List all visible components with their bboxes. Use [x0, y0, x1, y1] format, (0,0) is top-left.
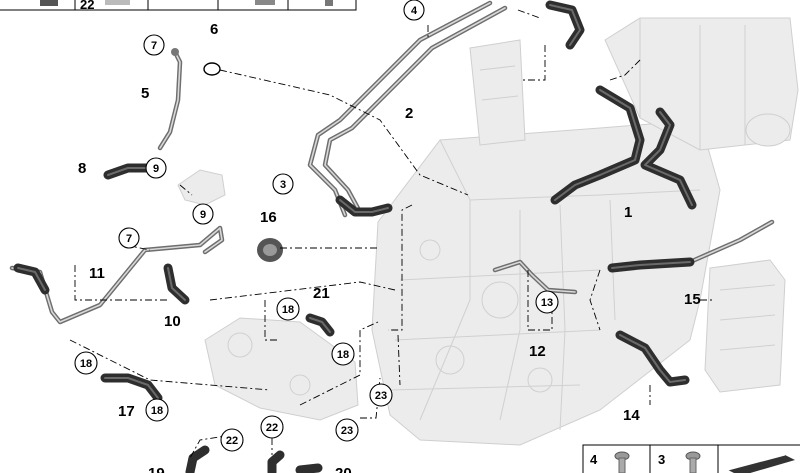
callout-7a: 7	[143, 34, 165, 56]
callout-21: 21	[313, 285, 330, 302]
pipe-15	[687, 219, 775, 265]
callout-1: 1	[624, 204, 632, 221]
callout-6: 6	[210, 21, 218, 38]
callout-18d: 18	[145, 398, 169, 422]
svg-text:9: 9	[200, 209, 206, 221]
hose-17	[100, 373, 163, 403]
svg-text:22: 22	[266, 422, 278, 434]
coolant-pipe-2	[307, 0, 508, 218]
high-pressure-pump	[204, 317, 359, 421]
callout-19: 19	[148, 465, 165, 473]
callout-17: 17	[118, 403, 135, 420]
svg-text:18: 18	[151, 405, 163, 417]
svg-text:18: 18	[80, 358, 92, 370]
hose-3	[335, 195, 393, 217]
callout-4: 4	[403, 0, 425, 21]
svg-text:18: 18	[337, 349, 349, 361]
pipe-5	[157, 48, 183, 151]
hose-11-end	[13, 263, 50, 295]
svg-text:13: 13	[541, 297, 553, 309]
svg-text:9: 9	[153, 163, 159, 175]
engine-block	[371, 119, 721, 446]
hose-top	[545, 0, 585, 50]
pipe-12	[492, 259, 578, 295]
callout-2: 2	[405, 105, 413, 122]
bottom-parts-table: 4 3	[582, 444, 800, 473]
svg-text:3: 3	[280, 179, 286, 191]
callout-22a: 22	[220, 428, 244, 452]
svg-text:18: 18	[282, 304, 294, 316]
svg-text:22: 22	[226, 435, 238, 447]
callout-10: 10	[164, 313, 181, 330]
callout-14: 14	[623, 407, 640, 424]
callout-18a: 18	[276, 297, 300, 321]
callout-11: 11	[89, 265, 105, 282]
bolt-icon-b	[685, 451, 701, 473]
svg-text:23: 23	[341, 425, 353, 437]
callout-7b: 7	[118, 227, 140, 249]
bolt-icon-a	[614, 451, 630, 473]
callout-23a: 23	[369, 383, 393, 407]
bottom-table-num-a: 4	[590, 452, 598, 467]
hose-14	[615, 330, 690, 387]
svg-text:7: 7	[151, 40, 157, 52]
sensor-16	[257, 238, 283, 262]
callout-5: 5	[141, 85, 149, 102]
top-parts-table: 22	[0, 0, 357, 12]
callout-20: 20	[335, 465, 352, 473]
callout-12: 12	[529, 343, 546, 360]
callout-3: 3	[272, 173, 294, 195]
hose-21	[305, 313, 335, 337]
gasket-icon	[727, 454, 795, 473]
oil-filter-housing	[469, 39, 526, 146]
callout-22b: 22	[260, 415, 284, 439]
top-table-num: 22	[80, 0, 94, 12]
o-ring-6	[203, 62, 221, 76]
callout-8: 8	[78, 160, 86, 177]
callout-15: 15	[684, 291, 701, 308]
hose-bottom	[185, 445, 323, 473]
intercooler	[604, 17, 799, 151]
hose-10	[163, 263, 190, 305]
svg-text:4: 4	[411, 5, 418, 17]
heat-exchanger	[704, 259, 786, 393]
callout-16: 16	[260, 209, 277, 226]
svg-text:7: 7	[126, 233, 132, 245]
callout-9a: 9	[145, 157, 167, 179]
callout-23b: 23	[335, 418, 359, 442]
callout-13: 13	[535, 290, 559, 314]
svg-text:23: 23	[375, 390, 387, 402]
hose-1	[550, 85, 697, 210]
leader-lines	[69, 9, 715, 459]
hose-8	[103, 163, 155, 180]
callout-18b: 18	[331, 342, 355, 366]
hose-15	[607, 257, 695, 273]
callout-18c: 18	[74, 351, 98, 375]
water-valve	[177, 169, 226, 206]
callout-9b: 9	[192, 203, 214, 225]
bottom-table-num-b: 3	[658, 452, 665, 467]
pipe-11	[9, 225, 225, 325]
